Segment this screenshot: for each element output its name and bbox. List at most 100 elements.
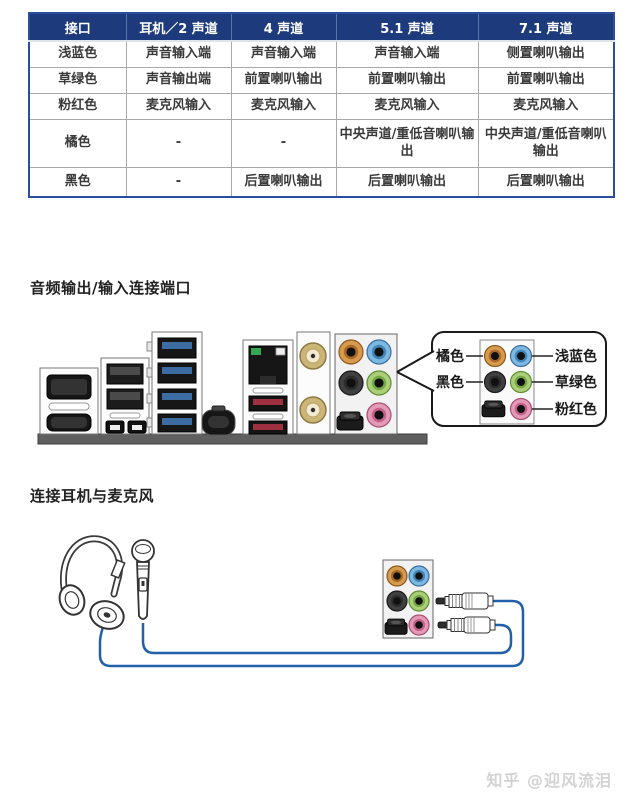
table-row: 黑色 - 后置喇叭输出 后置喇叭输出 后置喇叭输出 [28, 167, 615, 198]
usb2-block [100, 357, 150, 435]
light-blue-jack [509, 344, 533, 368]
optical-spdif-port [481, 400, 506, 418]
lime-green-jack [366, 370, 392, 396]
watermark: 知乎 @迎风流泪 [486, 771, 612, 790]
usb-red-port [248, 420, 288, 435]
black-jack [338, 370, 364, 396]
usb3-port [157, 413, 197, 433]
audio-jack-panel [334, 333, 398, 435]
headset-connection-diagram [58, 535, 525, 668]
table-cell: 声音输入端 [125, 40, 232, 68]
hdmi-port [46, 413, 92, 432]
table-row: 粉红色 麦克风输入 麦克风输入 麦克风输入 麦克风输入 [28, 93, 615, 120]
audio-plug-microphone [437, 616, 496, 634]
mini-connector [105, 420, 125, 434]
callout-label-green: 草绿色 [555, 374, 597, 391]
table-cell: 中央声道/重低音喇叭输出 [477, 119, 615, 168]
table-cell: 麦克风输入 [125, 93, 232, 120]
black-jack [386, 590, 408, 612]
lime-green-jack [408, 590, 430, 612]
antenna-sma-connector [299, 396, 327, 424]
table-cell: 后置喇叭输出 [335, 167, 479, 198]
audio-plug-headphone [435, 592, 494, 610]
callout-label-pink: 粉红色 [555, 401, 597, 418]
pink-jack [509, 397, 533, 421]
light-blue-jack [366, 339, 392, 365]
bracket-slot [252, 413, 284, 420]
table-header-row: 接口 耳机／2 声道 4 声道 5.1 声道 7.1 声道 [29, 13, 614, 42]
table-cell: 声音输入端 [335, 40, 479, 68]
usb-red-port [248, 395, 288, 412]
table-cell: 麦克风输入 [477, 93, 615, 120]
table-row: 橘色 - - 中央声道/重低音喇叭输出 中央声道/重低音喇叭输出 [28, 119, 615, 168]
headset-heading: 连接耳机与麦克风 [30, 487, 155, 505]
table-cell: 麦克风输入 [230, 93, 337, 120]
light-blue-jack [408, 565, 430, 587]
table-cell: 橘色 [28, 119, 127, 168]
black-jack [483, 370, 507, 394]
usb2-port [106, 363, 144, 385]
bracket-slot [48, 402, 90, 411]
callout-bubble: 橘色 黑色 浅蓝色 草绿色 粉红色 [396, 331, 607, 427]
header-cell: 耳机／2 声道 [125, 13, 231, 42]
ethernet-port [248, 345, 288, 385]
callout-label-orange: 橘色 [435, 348, 464, 365]
orange-jack [483, 344, 507, 368]
callout-label-black: 黑色 [436, 374, 464, 391]
optical-spdif-port [336, 411, 364, 431]
headband-slider [110, 559, 126, 579]
microphone-illustration [131, 539, 155, 620]
orange-jack [386, 565, 408, 587]
table-cell: 后置喇叭输出 [230, 167, 337, 198]
table-cell: 麦克风输入 [335, 93, 479, 120]
callout-label-lightblue: 浅蓝色 [555, 348, 597, 365]
display-output-block [39, 367, 99, 435]
usb3-port [157, 388, 197, 410]
audio-jack-panel [382, 559, 434, 639]
table-row: 浅蓝色 声音输入端 声音输入端 声音输入端 侧置喇叭输出 [28, 40, 615, 68]
usb2-port [106, 388, 144, 410]
table-cell: - [125, 119, 232, 168]
table-cell: 草绿色 [28, 67, 127, 94]
table-cell: 后置喇叭输出 [477, 167, 615, 198]
pcb-edge-bar [37, 433, 428, 445]
ear-cup [89, 600, 125, 630]
usb-c-port [201, 405, 236, 436]
table-cell: 声音输入端 [230, 40, 337, 68]
table-cell: 粉红色 [28, 93, 127, 120]
optical-spdif-port [384, 618, 408, 635]
table-cell: 前置喇叭输出 [230, 67, 337, 94]
lan-usb-block [242, 339, 294, 435]
microphone-cable [141, 623, 513, 655]
antenna-sma-connector [299, 342, 327, 370]
header-cell: 4 声道 [230, 13, 336, 42]
wifi-antenna-bracket [296, 331, 331, 435]
bracket-slot [252, 387, 284, 394]
table-cell: - [230, 119, 337, 168]
table-cell: - [125, 167, 232, 198]
usb3-port [157, 337, 197, 359]
rear-io-panel-diagram: 橘色 黑色 浅蓝色 草绿色 粉红色 [37, 331, 607, 445]
header-cell: 5.1 声道 [335, 13, 478, 42]
lime-green-jack [509, 370, 533, 394]
headphones-illustration [58, 535, 126, 630]
table-cell: 黑色 [28, 167, 127, 198]
header-cell: 接口 [29, 13, 126, 42]
orange-jack [338, 339, 364, 365]
table-cell: 声音输出端 [125, 67, 232, 94]
ear-cup [58, 584, 86, 616]
headphone-cable [98, 599, 525, 668]
table-cell: 浅蓝色 [28, 40, 127, 68]
pink-jack [366, 402, 392, 428]
table-row: 草绿色 声音输出端 前置喇叭输出 前置喇叭输出 前置喇叭输出 [28, 67, 615, 94]
table-cell: 侧置喇叭输出 [477, 40, 615, 68]
usb3-block [146, 331, 203, 435]
table-cell: 中央声道/重低音喇叭输出 [335, 119, 479, 168]
bracket-slot [109, 412, 141, 419]
header-cell: 7.1 声道 [477, 13, 614, 42]
audio-ports-heading: 音频输出/输入连接端口 [30, 279, 191, 297]
mini-connector [127, 420, 147, 434]
usb3-port [157, 362, 197, 384]
table-cell: 前置喇叭输出 [335, 67, 479, 94]
table-cell: 前置喇叭输出 [477, 67, 615, 94]
